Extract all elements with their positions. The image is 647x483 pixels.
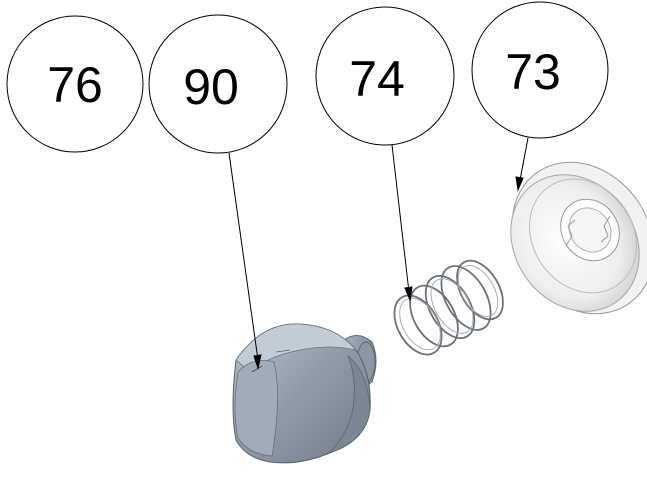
leader-line-73 — [519, 137, 529, 181]
part-90-knob — [232, 323, 377, 464]
callout-74-label: 74 — [349, 51, 405, 107]
callout-76-label: 76 — [47, 57, 103, 113]
callout-74-circle — [315, 6, 455, 146]
callout-73-label: 73 — [505, 44, 561, 100]
callout-74: 74 — [315, 6, 455, 146]
leader-line-90 — [228, 152, 259, 361]
callout-90: 90 — [148, 14, 288, 154]
callout-90-circle — [148, 14, 288, 154]
callout-73: 73 — [471, 1, 609, 139]
callout-90-label: 90 — [183, 59, 239, 115]
arrowhead-73 — [515, 176, 524, 192]
arrowhead-74 — [404, 286, 413, 302]
part-73-cup-washer — [510, 161, 647, 315]
callout-76: 76 — [6, 15, 144, 153]
callout-73-circle — [471, 1, 609, 139]
leader-lines — [228, 137, 529, 370]
arrowhead-90 — [253, 354, 262, 370]
callout-76-circle — [6, 15, 144, 153]
part-74-spring — [393, 259, 504, 356]
leader-line-74 — [391, 144, 410, 293]
